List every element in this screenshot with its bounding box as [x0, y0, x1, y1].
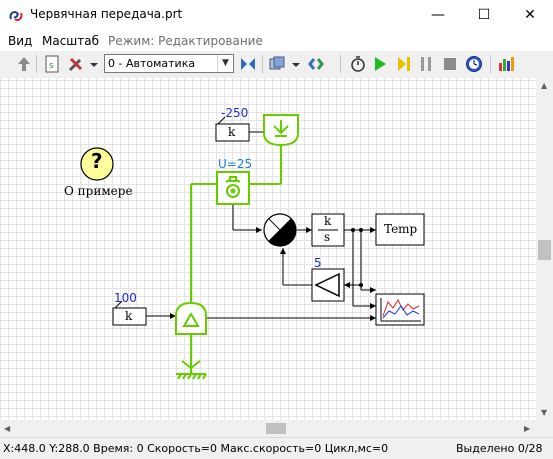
summing-junction[interactable]: [263, 213, 297, 247]
timer-icon[interactable]: [348, 54, 368, 74]
k1-value: -250: [221, 106, 249, 120]
maximize-icon: ☐: [477, 7, 491, 23]
speed-sensor-block[interactable]: [216, 171, 250, 205]
clock-icon[interactable]: [464, 54, 484, 74]
layers-icon[interactable]: [268, 54, 288, 74]
about-icon: [80, 147, 114, 181]
toolbar-separator: [490, 55, 491, 73]
dropdown-icon[interactable]: [290, 54, 302, 74]
status-bar: X:448.0 Y:288.0 Время: 0 Скорость=0 Макс…: [0, 437, 553, 459]
scroll-corner: [536, 420, 553, 437]
plot-block[interactable]: [375, 293, 425, 326]
chart-icon[interactable]: [496, 54, 516, 74]
title-bar: Червячная передача.prt — ☐ ✕: [0, 0, 553, 31]
close-icon: ✕: [524, 7, 536, 23]
svg-text:s: s: [49, 61, 54, 71]
menu-scale[interactable]: Масштаб: [42, 34, 100, 48]
k2-value: 100: [114, 291, 137, 305]
play-icon[interactable]: [370, 54, 390, 74]
toolbar-separator: [262, 55, 263, 73]
diagram-canvas[interactable]: ? О примере -250 k U=25 5 k s Temp 100 k: [0, 78, 536, 420]
menu-view[interactable]: Вид: [8, 34, 33, 48]
dropdown-icon[interactable]: [88, 54, 100, 74]
ground-support: [176, 360, 207, 380]
about-glyph: ?: [91, 149, 103, 173]
window-title: Червячная передача.prt: [30, 7, 183, 21]
scroll-left-icon[interactable]: ◀: [4, 424, 11, 433]
status-selection: Выделено 0/28: [456, 442, 543, 455]
tools-icon[interactable]: [66, 54, 86, 74]
minimize-button[interactable]: —: [415, 0, 461, 31]
vertical-scrollbar[interactable]: ▲ ▼: [536, 78, 553, 420]
integrator-denominator: s: [324, 230, 331, 244]
toolbar: s 0 - Автоматика ▼: [0, 51, 553, 79]
temp-block[interactable]: [375, 213, 425, 246]
gain-value: 5: [314, 256, 322, 270]
scroll-right-icon[interactable]: ▶: [524, 424, 531, 433]
mode-select-value: 0 - Автоматика: [108, 57, 196, 70]
horizontal-scrollbar[interactable]: ◀ ▶: [0, 420, 536, 437]
mode-select[interactable]: 0 - Автоматика ▼: [104, 54, 234, 73]
integrator-numerator: k: [324, 214, 332, 228]
up-arrow-icon[interactable]: [14, 54, 34, 74]
menu-mode: Режим: Редактирование: [108, 34, 263, 48]
diagram-svg: [80, 114, 425, 380]
status-coordinates: X:448.0 Y:288.0 Время: 0 Скорость=0 Макс…: [3, 442, 389, 455]
about-label[interactable]: О примере: [64, 184, 133, 198]
minimize-icon: —: [431, 7, 445, 23]
k-block-top[interactable]: [215, 123, 250, 142]
k1-symbol: k: [228, 125, 236, 139]
u-label: U=25: [218, 157, 253, 171]
k2-symbol: k: [125, 309, 133, 323]
about-block[interactable]: [80, 147, 114, 181]
pause-icon[interactable]: [416, 54, 436, 74]
scroll-down-icon[interactable]: ▼: [541, 408, 548, 417]
close-button[interactable]: ✕: [507, 0, 553, 31]
horizontal-scroll-thumb[interactable]: [266, 423, 286, 434]
scroll-up-icon[interactable]: ▲: [541, 81, 548, 90]
stop-icon[interactable]: [440, 54, 460, 74]
toolbar-separator: [36, 55, 37, 73]
mechanical-source-block[interactable]: [263, 114, 299, 147]
toolbar-separator: [340, 55, 341, 73]
mechanical-load-block[interactable]: [175, 301, 207, 335]
step-icon[interactable]: [394, 54, 414, 74]
chevron-down-icon[interactable]: ▼: [217, 55, 233, 72]
script-icon[interactable]: s: [42, 54, 62, 74]
k-block-bottom[interactable]: [112, 307, 147, 326]
menu-bar: Вид Масштаб Режим: Редактирование: [0, 31, 553, 51]
app-logo-icon: [9, 10, 23, 22]
flip-icon[interactable]: [238, 54, 258, 74]
temp-label: Temp: [384, 222, 418, 236]
integrator-block[interactable]: [311, 213, 345, 247]
connect-icon[interactable]: [306, 54, 326, 74]
maximize-button[interactable]: ☐: [461, 0, 507, 31]
vertical-scroll-thumb[interactable]: [538, 240, 551, 260]
gain-block[interactable]: [311, 268, 345, 302]
